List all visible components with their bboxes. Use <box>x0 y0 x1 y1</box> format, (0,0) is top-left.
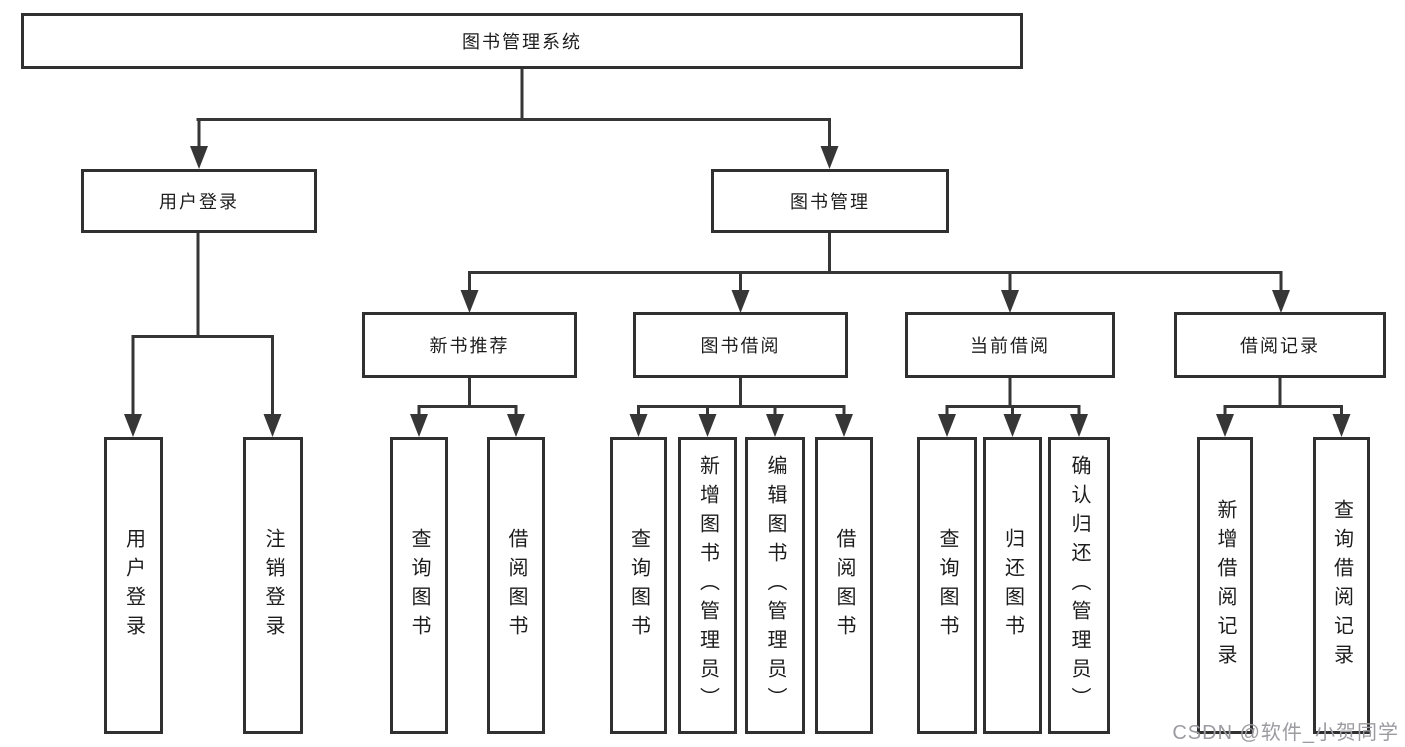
node-cb-return-books: 归还图书 <box>983 437 1042 734</box>
node-new-book-rec: 新书推荐 <box>362 312 577 378</box>
arrowhead-icon <box>1216 414 1234 437</box>
node-bb-edit-books-admin: 编辑图书（管理员） <box>745 437 805 734</box>
arrowhead-icon <box>507 414 525 437</box>
arrowhead-icon <box>1001 290 1019 313</box>
node-book-mgmt: 图书管理 <box>711 169 949 233</box>
arrowhead-icon <box>1332 414 1351 437</box>
arrowhead-icon <box>1272 290 1290 313</box>
node-current-borrow: 当前借阅 <box>905 312 1115 378</box>
connector-root-to-level2 <box>190 69 839 169</box>
node-br-add-record: 新增借阅记录 <box>1197 437 1253 734</box>
node-new-book-rec-label: 新书推荐 <box>429 336 510 356</box>
arrowhead-icon <box>460 290 479 313</box>
arrowhead-icon <box>820 146 839 169</box>
node-cb-return-books-label: 归还图书 <box>1001 527 1024 644</box>
arrowhead-icon <box>1003 414 1022 437</box>
arrowhead-icon <box>835 414 853 437</box>
node-bb-add-books-admin-label: 新增图书（管理员） <box>696 455 719 716</box>
node-leaf-user-login: 用户登录 <box>104 437 163 734</box>
node-bb-add-books-admin: 新增图书（管理员） <box>678 437 737 734</box>
node-user-login-label: 用户登录 <box>159 192 239 212</box>
node-bb-borrow-books-label: 借阅图书 <box>833 527 855 644</box>
node-borrow-records-label: 借阅记录 <box>1240 336 1320 356</box>
node-br-add-record-label: 新增借阅记录 <box>1214 498 1236 673</box>
node-cb-confirm-return-admin-label: 确认归还（管理员） <box>1068 455 1090 716</box>
arrowhead-icon <box>263 414 282 437</box>
connector-book-mgmt-children <box>460 232 1290 313</box>
connector-current-borrow-children <box>938 378 1088 437</box>
node-bb-borrow-books: 借阅图书 <box>815 437 873 734</box>
node-nbr-query-books-label: 查询图书 <box>408 527 430 644</box>
node-user-login: 用户登录 <box>81 169 317 233</box>
node-cb-confirm-return-admin: 确认归还（管理员） <box>1048 437 1110 734</box>
node-leaf-logout: 注销登录 <box>243 437 303 734</box>
connector-new-book-rec-children <box>410 378 525 437</box>
csdn-watermark: CSDN @软件_小贺同学 <box>1172 722 1399 744</box>
node-book-borrow-label: 图书借阅 <box>700 336 781 356</box>
node-br-query-record-label: 查询借阅记录 <box>1330 498 1353 673</box>
node-book-mgmt-label: 图书管理 <box>790 192 870 212</box>
node-br-query-record: 查询借阅记录 <box>1313 437 1370 734</box>
arrowhead-icon <box>1070 414 1088 437</box>
arrowhead-icon <box>410 414 428 437</box>
node-leaf-logout-label: 注销登录 <box>262 527 284 644</box>
connector-borrow-records-children <box>1216 378 1351 437</box>
node-nbr-borrow-books: 借阅图书 <box>487 437 545 734</box>
node-bb-query-books: 查询图书 <box>610 437 667 734</box>
node-borrow-records: 借阅记录 <box>1174 312 1386 378</box>
arrowhead-icon <box>938 414 956 437</box>
node-nbr-borrow-books-label: 借阅图书 <box>505 527 527 644</box>
arrowhead-icon <box>766 414 784 437</box>
arrowhead-icon <box>731 290 750 313</box>
node-bb-query-books-label: 查询图书 <box>627 527 650 644</box>
node-root: 图书管理系统 <box>21 13 1023 69</box>
node-root-label: 图书管理系统 <box>462 32 582 52</box>
node-nbr-query-books: 查询图书 <box>390 437 448 734</box>
arrowhead-icon <box>124 414 142 437</box>
node-leaf-user-login-label: 用户登录 <box>122 527 145 644</box>
arrowhead-icon <box>190 146 208 169</box>
node-cb-query-books: 查询图书 <box>917 437 977 734</box>
node-bb-edit-books-admin-label: 编辑图书（管理员） <box>764 455 786 716</box>
node-current-borrow-label: 当前借阅 <box>970 336 1050 356</box>
node-book-borrow: 图书借阅 <box>633 312 848 378</box>
connector-book-borrow-children <box>629 378 853 437</box>
node-cb-query-books-label: 查询图书 <box>936 527 958 644</box>
arrowhead-icon <box>629 414 648 437</box>
connector-user-login-children <box>124 232 282 437</box>
arrowhead-icon <box>698 414 717 437</box>
